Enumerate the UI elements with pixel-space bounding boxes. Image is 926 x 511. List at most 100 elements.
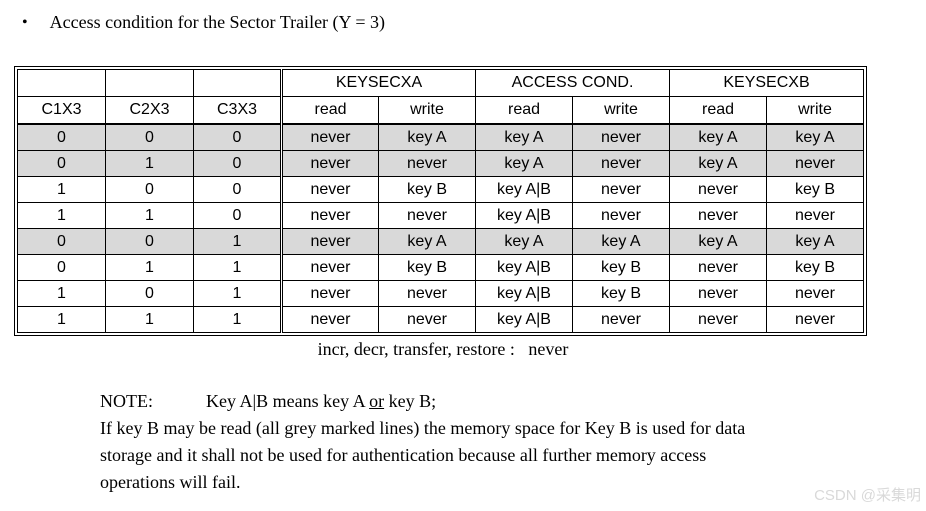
table-cell: never: [378, 306, 476, 333]
table-row: 1 0 0 never key B key A|B never never ke…: [17, 176, 864, 203]
table-cell: 1: [105, 150, 194, 177]
csdn-watermark: CSDN @采集明: [814, 487, 921, 504]
note-line: NOTE: Key A|B means key A or key B;: [100, 388, 918, 415]
table-cell: key A: [766, 228, 864, 255]
table-cell: never: [669, 202, 767, 229]
table-cell: 0: [105, 176, 194, 203]
table-cell: key B: [572, 254, 670, 281]
table-cell: never: [766, 280, 864, 307]
table-cell: never: [766, 306, 864, 333]
table-cell: 0: [17, 228, 106, 255]
table-cell: key A: [572, 228, 670, 255]
table-footnote: incr, decr, transfer, restore : never: [317, 339, 569, 359]
table-cell: never: [280, 150, 379, 177]
table-cell: never: [280, 202, 379, 229]
paragraph-line: If key B may be read (all grey marked li…: [100, 418, 746, 438]
table-cell: key A|B: [475, 280, 573, 307]
table-cell: 1: [105, 202, 194, 229]
table-cell: key A: [475, 123, 573, 151]
note-text-pre: Key A|B means key A: [206, 391, 370, 411]
column-header: read: [475, 96, 573, 125]
table-cell: key B: [572, 280, 670, 307]
table-cell: never: [669, 306, 767, 333]
table-cell: key A: [669, 123, 767, 151]
table-cell: key B: [378, 254, 476, 281]
column-header: write: [766, 96, 864, 125]
column-group-access-cond: ACCESS COND.: [475, 69, 670, 97]
table-cell: never: [280, 228, 379, 255]
table-cell: key A: [378, 123, 476, 151]
table-cell: never: [280, 123, 379, 151]
table-row: 1 1 1 never never key A|B never never ne…: [17, 306, 864, 333]
table-cell: never: [378, 202, 476, 229]
paragraph-line: operations will fail.: [100, 472, 241, 492]
column-header: C1X3: [17, 96, 106, 125]
note-section: NOTE: Key A|B means key A or key B; If ke…: [100, 388, 918, 496]
table-row: 1 0 1 never never key A|B key B never ne…: [17, 280, 864, 307]
table-cell: 0: [193, 176, 282, 203]
table-cell: key B: [766, 254, 864, 281]
table-cell: never: [766, 150, 864, 177]
table-cell: never: [669, 280, 767, 307]
empty-header-cell: [193, 69, 282, 97]
empty-header-cell: [17, 69, 106, 97]
table-cell: never: [669, 176, 767, 203]
table-cell: never: [378, 150, 476, 177]
table-cell: never: [669, 254, 767, 281]
page-title-text: Access condition for the Sector Trailer …: [49, 12, 386, 32]
table-cell: key A: [475, 150, 573, 177]
note-text-post: key B;: [384, 391, 437, 411]
table-cell: never: [572, 306, 670, 333]
table-cell: 0: [105, 123, 194, 151]
table-cell: never: [572, 123, 670, 151]
column-header: C2X3: [105, 96, 194, 125]
table-cell: 1: [17, 202, 106, 229]
table-row: 1 1 0 never never key A|B never never ne…: [17, 202, 864, 229]
table-cell: 0: [17, 150, 106, 177]
group-header-row: KEYSECXA ACCESS COND. KEYSECXB: [17, 69, 864, 97]
table-cell: never: [280, 280, 379, 307]
table-row: 0 0 1 never key A key A key A key A key …: [17, 228, 864, 255]
table-cell: key A|B: [475, 202, 573, 229]
table-cell: never: [572, 150, 670, 177]
sub-header-row: C1X3 C2X3 C3X3 read write read write rea…: [17, 96, 864, 125]
table-cell: key A: [766, 123, 864, 151]
table-row: 0 1 0 never never key A never key A neve…: [17, 150, 864, 177]
table-cell: 1: [17, 280, 106, 307]
column-header: read: [280, 96, 379, 125]
table-row: 0 0 0 never key A key A never key A key …: [17, 123, 864, 151]
table-cell: never: [280, 176, 379, 203]
table-cell: 0: [105, 280, 194, 307]
table-cell: 1: [193, 306, 282, 333]
table-cell: 1: [193, 228, 282, 255]
note-text-underlined: or: [369, 391, 385, 411]
table-cell: never: [378, 280, 476, 307]
page-title: • Access condition for the Sector Traile…: [22, 12, 385, 33]
column-header: write: [378, 96, 476, 125]
column-group-keysecxa: KEYSECXA: [280, 69, 476, 97]
empty-header-cell: [105, 69, 194, 97]
table-cell: never: [280, 306, 379, 333]
table-cell: never: [572, 202, 670, 229]
table-cell: never: [572, 176, 670, 203]
table-cell: key B: [766, 176, 864, 203]
table-cell: 0: [17, 123, 106, 151]
column-header: C3X3: [193, 96, 282, 125]
table-cell: never: [766, 202, 864, 229]
table-cell: 1: [105, 254, 194, 281]
table-cell: key A: [669, 150, 767, 177]
table-cell: 0: [193, 202, 282, 229]
table-cell: key A: [669, 228, 767, 255]
table-cell: key A: [475, 228, 573, 255]
table-row: 0 1 1 never key B key A|B key B never ke…: [17, 254, 864, 281]
table-cell: 0: [193, 123, 282, 151]
note-label: NOTE:: [100, 391, 153, 411]
table-cell: key A|B: [475, 176, 573, 203]
table-cell: 0: [193, 150, 282, 177]
column-header: read: [669, 96, 767, 125]
table-cell: key A: [378, 228, 476, 255]
table-cell: 1: [193, 254, 282, 281]
table-cell: 1: [193, 280, 282, 307]
table-cell: 1: [17, 306, 106, 333]
paragraph-line: storage and it shall not be used for aut…: [100, 445, 707, 465]
